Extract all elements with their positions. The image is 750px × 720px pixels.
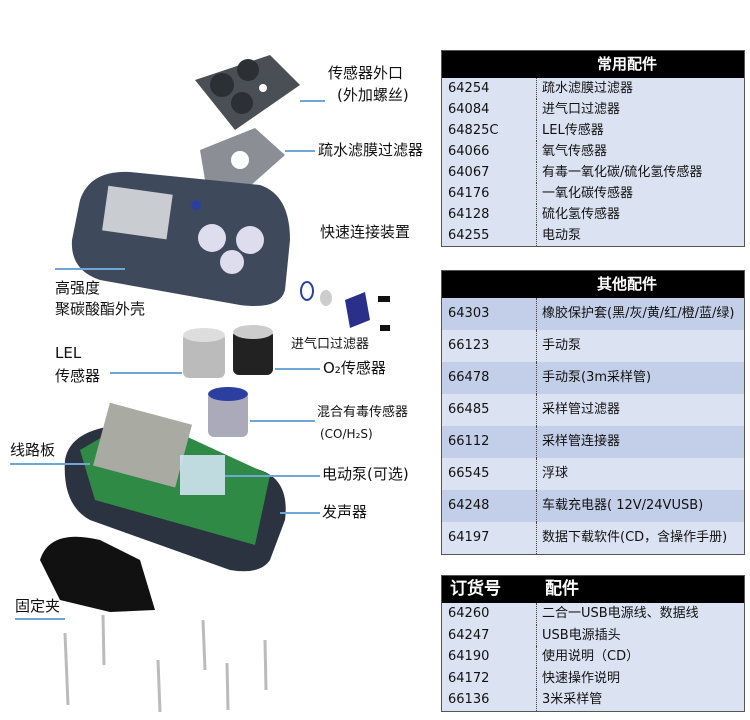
- part-name: USB电源插头: [536, 624, 744, 646]
- circuit-board-base: [64, 402, 286, 572]
- part-name: 疏水滤膜过滤器: [536, 78, 744, 99]
- part-name: 数据下载软件(CD，含操作手册): [536, 522, 744, 554]
- part-code: 64303: [448, 306, 490, 321]
- part-name: 有毒一氧化碳/硫化氢传感器: [536, 162, 744, 183]
- part-code: 66123: [448, 338, 490, 353]
- column-header-part: 配件: [545, 579, 579, 599]
- lel-sensor: [183, 328, 225, 378]
- table-header: 其他配件: [442, 271, 744, 298]
- table-row: 64066 氧气传感器: [442, 141, 744, 162]
- table-row: 64190 使用说明（CD）: [442, 646, 744, 668]
- part-code: 64255: [448, 228, 490, 243]
- label-o2-sensor: O₂传感器: [323, 359, 386, 377]
- label-inlet-filter: 进气口过滤器: [291, 337, 370, 352]
- table-row: 66478 手动泵(3m采样管): [442, 362, 744, 394]
- part-code: 64825C: [448, 123, 499, 138]
- part-name: 一氧化碳传感器: [536, 183, 744, 204]
- part-name: 氧气传感器: [536, 141, 744, 162]
- table-row: 66545 浮球: [442, 458, 744, 490]
- table-row: 66123 手动泵: [442, 330, 744, 362]
- part-name: 使用说明（CD）: [536, 646, 744, 668]
- label-quick-connector: 快速连接装置: [320, 223, 411, 241]
- label-hydrophobic-filter: 疏水滤膜过滤器: [318, 141, 424, 159]
- part-name: 手动泵: [536, 330, 744, 362]
- part-code: 66485: [448, 402, 490, 417]
- sensor-outlet-cover: [195, 55, 300, 130]
- table-header: 常用配件: [442, 51, 744, 78]
- table-title: 其他配件: [597, 275, 658, 293]
- o2-sensor: [233, 325, 273, 375]
- table-row: 64176 一氧化碳传感器: [442, 183, 744, 204]
- quick-connector: [345, 292, 370, 328]
- table-row: 66136 3米采样管: [442, 689, 744, 711]
- exploded-device-illustration: [40, 55, 390, 713]
- label-clip: 固定夹: [15, 597, 61, 615]
- table-row: 64303 橡胶保护套(黑/灰/黄/红/橙/蓝/绿): [442, 298, 744, 330]
- label-sensor-outlet-note: (外加螺丝): [337, 86, 409, 104]
- part-code: 66545: [448, 466, 490, 481]
- part-name: 橡胶保护套(黑/灰/黄/红/橙/蓝/绿): [536, 298, 744, 330]
- part-code: 64066: [448, 144, 490, 159]
- screws: [63, 614, 268, 713]
- part-code: 64260: [448, 606, 490, 621]
- label-housing-line1: 高强度: [55, 279, 101, 297]
- toxic-sensor: [208, 387, 248, 437]
- part-name: 3米采样管: [536, 689, 744, 711]
- device-housing: [71, 171, 290, 306]
- part-code: 64197: [448, 530, 490, 545]
- part-name: 手动泵(3m采样管): [536, 362, 744, 394]
- table-row: 64260 二合一USB电源线、数据线: [442, 603, 744, 625]
- label-housing-line2: 聚碳酸酯外壳: [55, 300, 146, 318]
- part-name: 采样管连接器: [536, 426, 744, 458]
- label-buzzer: 发声器: [322, 503, 368, 521]
- table-row: 64254 疏水滤膜过滤器: [442, 78, 744, 99]
- table-row: 64067 有毒一氧化碳/硫化氢传感器: [442, 162, 744, 183]
- table-row: 64825C LEL传感器: [442, 120, 744, 141]
- part-code: 64128: [448, 207, 490, 222]
- table-row: 64247 USB电源插头: [442, 624, 744, 646]
- table-row: 64128 硫化氢传感器: [442, 204, 744, 225]
- part-code: 64247: [448, 627, 490, 643]
- label-lel-line1: LEL: [55, 344, 82, 362]
- part-name: 电动泵: [536, 225, 744, 246]
- part-name: 采样管过滤器: [536, 394, 744, 426]
- table-row: 64248 车载充电器( 12V/24VUSB): [442, 490, 744, 522]
- label-circuit-board: 线路板: [10, 441, 56, 459]
- table-row: 64255 电动泵: [442, 225, 744, 246]
- label-sensor-outlet: 传感器外口: [328, 64, 404, 82]
- part-code: 64190: [448, 649, 490, 664]
- part-code: 64254: [448, 81, 490, 96]
- part-code: 64172: [448, 670, 490, 686]
- part-name: 浮球: [536, 458, 744, 490]
- label-lel-line2: 传感器: [55, 367, 101, 385]
- part-name: 车载充电器( 12V/24VUSB): [536, 490, 744, 522]
- part-code: 64084: [448, 102, 490, 117]
- part-code: 64176: [448, 186, 490, 201]
- part-code: 66478: [448, 370, 490, 385]
- label-pump: 电动泵(可选): [322, 465, 409, 483]
- clip: [40, 536, 155, 612]
- part-code: 66136: [448, 692, 490, 707]
- part-name: LEL传感器: [536, 120, 744, 141]
- table-title: 常用配件: [597, 55, 658, 73]
- table-header: 订货号 配件: [442, 576, 744, 603]
- part-code: 64248: [448, 498, 490, 513]
- table-row: 64197 数据下载软件(CD，含操作手册): [442, 522, 744, 554]
- part-code: 64067: [448, 165, 490, 180]
- label-toxic-sensor: 混合有毒传感器: [317, 405, 409, 420]
- part-code: 66112: [448, 434, 490, 449]
- table-row: 64084 进气口过滤器: [442, 99, 744, 120]
- column-header-code: 订货号: [450, 579, 501, 599]
- part-name: 二合一USB电源线、数据线: [536, 603, 744, 625]
- part-name: 快速操作说明: [536, 667, 744, 689]
- label-toxic-sensor-note: (CO/H₂S): [320, 427, 373, 441]
- part-name: 硫化氢传感器: [536, 204, 744, 225]
- table-row: 66485 采样管过滤器: [442, 394, 744, 426]
- table-row: 66112 采样管连接器: [442, 426, 744, 458]
- common-parts-table: 常用配件 64254 疏水滤膜过滤器 64084 进气口过滤器 64825C LEL传感器…: [441, 50, 745, 247]
- part-name: 进气口过滤器: [536, 99, 744, 120]
- table-row: 64172 快速操作说明: [442, 667, 744, 689]
